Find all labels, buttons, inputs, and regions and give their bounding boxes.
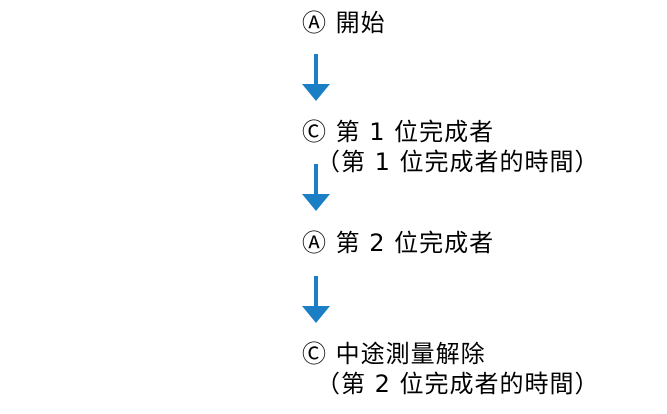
down-arrow-icon — [302, 54, 330, 101]
step-4-label: Ⓒ 中途測量解除 — [302, 340, 486, 368]
step-4-sublabel: （第 2 位完成者的時間） — [316, 370, 600, 398]
step-2-sublabel: （第 1 位完成者的時間） — [316, 148, 600, 176]
down-arrow-icon — [302, 164, 330, 211]
flow-arrow-2 — [301, 164, 331, 212]
step-2-label: Ⓒ 第 1 位完成者 — [302, 118, 495, 146]
flow-arrow-3 — [301, 276, 331, 324]
step-1-label: Ⓐ 開始 — [302, 9, 386, 37]
step-3-label: Ⓐ 第 2 位完成者 — [302, 229, 495, 257]
down-arrow-icon — [302, 276, 330, 323]
flow-arrow-1 — [301, 54, 331, 102]
